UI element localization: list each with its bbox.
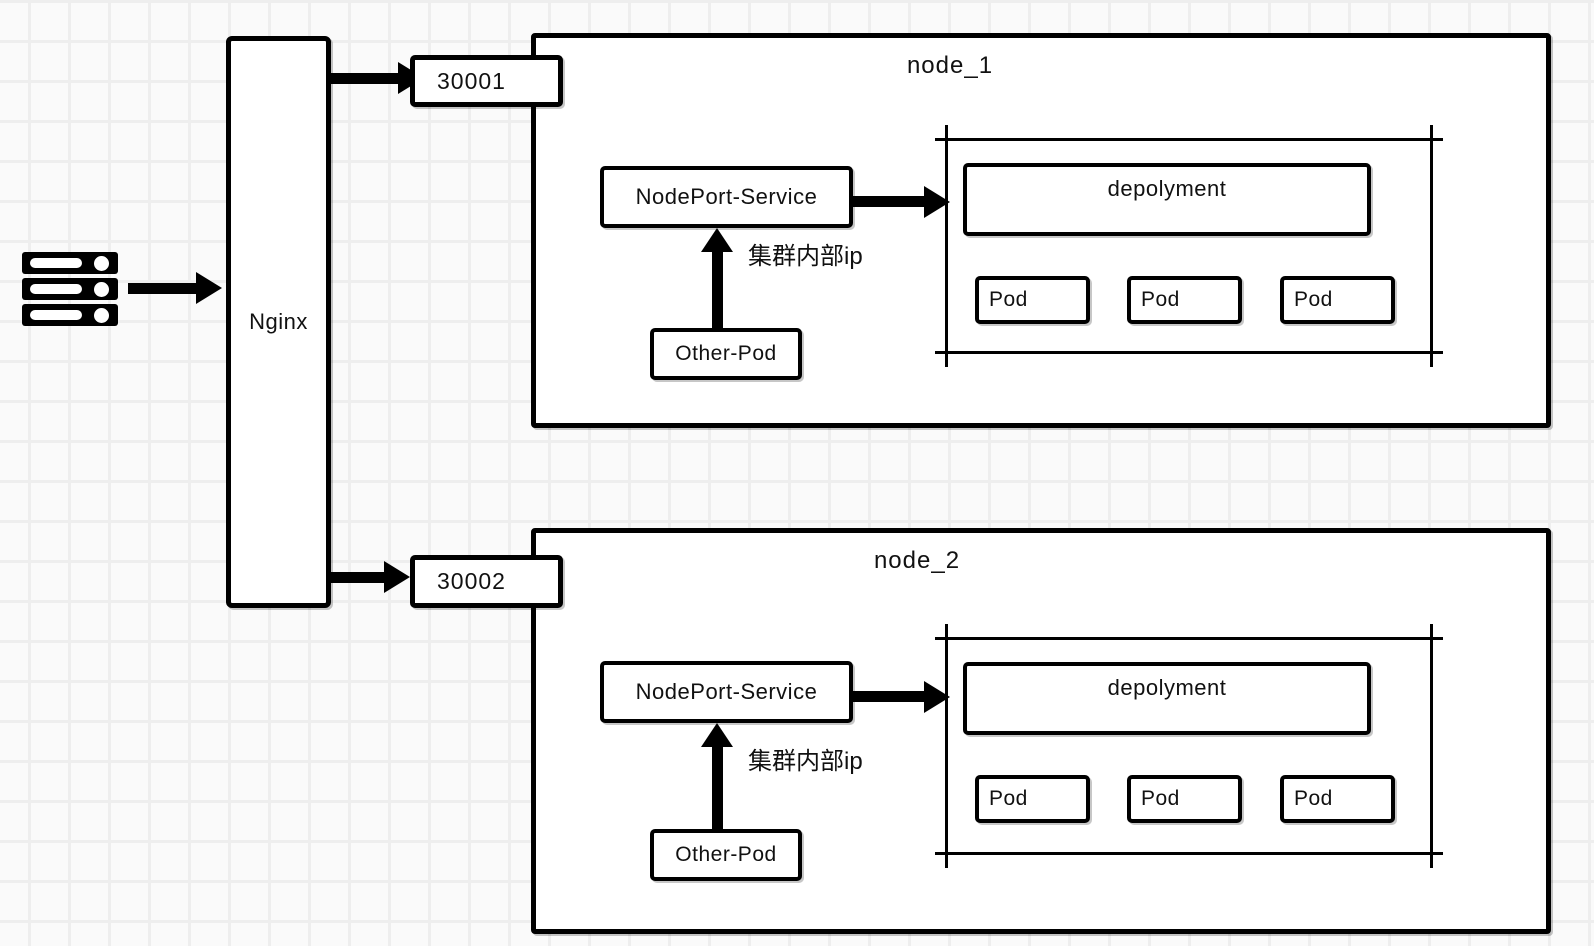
deployment-frame: depolyment Pod Pod Pod (935, 624, 1443, 868)
arrow-head-icon (701, 228, 733, 252)
arrow-shaft (314, 572, 386, 583)
frame-line (1430, 125, 1433, 367)
deployment-box: depolyment (963, 163, 1371, 236)
arrow-shaft (330, 73, 400, 84)
frame-line (935, 138, 1443, 141)
frame-line (935, 351, 1443, 354)
nodeport-30001-box: 30001 (410, 55, 563, 107)
pod-box: Pod (975, 775, 1090, 823)
other-pod-box: Other-Pod (650, 328, 802, 380)
nodeport-service-box: NodePort-Service (600, 661, 853, 723)
deployment-frame: depolyment Pod Pod Pod (935, 125, 1443, 367)
arrow-shaft (849, 196, 927, 207)
frame-line (945, 125, 948, 367)
nginx-box: Nginx (226, 36, 331, 608)
server-bar (22, 304, 118, 326)
arrow-shaft (128, 283, 198, 294)
other-pod-box: Other-Pod (650, 829, 802, 881)
node-title: node_2 (873, 547, 961, 574)
frame-line (1430, 624, 1433, 868)
arrow-head-icon (384, 561, 410, 593)
pod-box: Pod (1127, 775, 1242, 823)
node-2-box: node_2 NodePort-Service 集群内部ip Other-Pod… (531, 528, 1551, 934)
pod-label: Pod (989, 288, 1028, 311)
pod-label: Pod (1294, 288, 1333, 311)
server-slot (30, 258, 82, 268)
server-dot (94, 255, 109, 271)
pod-box: Pod (1280, 276, 1395, 324)
node-1-box: node_1 NodePort-Service 集群内部ip Other-Pod… (531, 33, 1551, 428)
arrow-shaft (849, 691, 927, 702)
nodeport-30002-box: 30002 (410, 555, 563, 608)
frame-line (945, 624, 948, 868)
nodeport-service-box: NodePort-Service (600, 166, 853, 228)
deployment-label: depolyment (1107, 675, 1227, 700)
server-stack-icon (22, 252, 118, 326)
nodeport-service-label: NodePort-Service (635, 184, 818, 209)
nodeport-30002-label: 30002 (437, 568, 506, 594)
pod-label: Pod (1141, 787, 1180, 810)
arrow-shaft (712, 251, 723, 328)
server-slot (30, 310, 82, 320)
frame-line (935, 852, 1443, 855)
deployment-box: depolyment (963, 662, 1371, 735)
server-dot (94, 281, 109, 297)
cluster-ip-label: 集群内部ip (748, 748, 863, 775)
cluster-ip-label: 集群内部ip (748, 243, 863, 270)
nodeport-service-label: NodePort-Service (635, 679, 818, 704)
pod-label: Pod (1141, 288, 1180, 311)
arrow-head-icon (196, 272, 222, 304)
server-bar (22, 278, 118, 300)
server-dot (94, 307, 109, 323)
deployment-label: depolyment (1107, 176, 1227, 201)
server-slot (30, 284, 82, 294)
pod-box: Pod (1280, 775, 1395, 823)
other-pod-label: Other-Pod (675, 342, 777, 365)
arrow-shaft (712, 746, 723, 829)
node-title: node_1 (906, 52, 994, 79)
nginx-label: Nginx (249, 309, 308, 334)
pod-box: Pod (975, 276, 1090, 324)
other-pod-label: Other-Pod (675, 843, 777, 866)
pod-label: Pod (989, 787, 1028, 810)
pod-label: Pod (1294, 787, 1333, 810)
server-bar (22, 252, 118, 274)
arrow-head-icon (701, 723, 733, 747)
pod-box: Pod (1127, 276, 1242, 324)
frame-line (935, 637, 1443, 640)
nodeport-30001-label: 30001 (437, 68, 506, 94)
